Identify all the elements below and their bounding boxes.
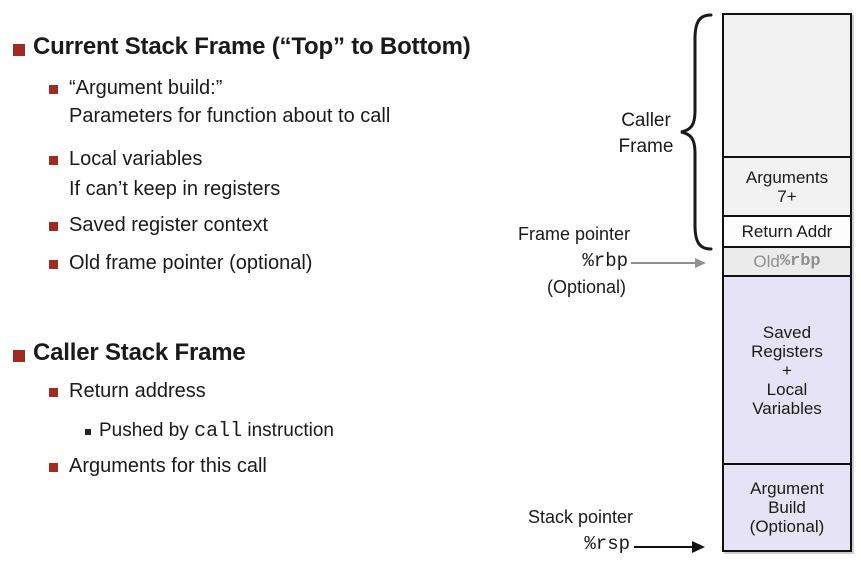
stack-pointer-label: Stack pointer (527, 507, 633, 527)
sub-bullet-square-icon (85, 429, 91, 435)
bullet-square-icon (49, 260, 58, 269)
bullet-return-address: Return address (69, 380, 206, 402)
section-title-caller-stack-frame: Caller Stack Frame (33, 339, 246, 366)
bullet-square-icon (49, 85, 58, 94)
bullet-square-icon (49, 222, 58, 231)
stack-box-argument-build: Argument Build (Optional) (724, 463, 850, 550)
stack-diagram: Arguments 7+ Return Addr Old %rbp Saved … (722, 13, 852, 552)
stack-box-arguments-7plus: Arguments 7+ (724, 156, 850, 215)
rbp-register-label: %rbp (582, 250, 628, 272)
bullet-saved-register-context: Saved register context (69, 214, 268, 236)
bullet-local-variables: Local variables (69, 148, 203, 170)
bullet-local-variables-desc: If can’t keep in registers (69, 178, 281, 200)
section-title-current-stack-frame: Current Stack Frame (“Top” to Bottom) (33, 33, 471, 60)
curly-brace-icon (680, 13, 713, 251)
instruction-text: instruction (242, 420, 334, 441)
frame-pointer-optional-label: (Optional) (546, 277, 626, 297)
section-bullet-icon (13, 44, 25, 56)
call-instruction-code: call (194, 420, 243, 443)
bullet-square-icon (49, 156, 58, 165)
rsp-register-label: %rsp (584, 533, 630, 555)
section-bullet-icon (13, 350, 25, 362)
caller-frame-label: Caller Frame (618, 110, 674, 157)
rbp-arrow-head-icon (695, 258, 706, 268)
rsp-arrow-head-icon (692, 541, 705, 553)
old-label: Old (753, 252, 780, 271)
old-rbp-register: %rbp (779, 252, 821, 271)
bullet-argument-build-desc: Parameters for function about to call (69, 105, 391, 127)
stack-box-old-rbp: Old %rbp (724, 246, 850, 275)
stack-box-caller-frame-top (724, 15, 850, 156)
bullet-pushed-by-call: Pushed by call instruction (99, 420, 334, 443)
pushed-by-text: Pushed by (99, 420, 195, 441)
bullet-old-frame-pointer: Old frame pointer (optional) (69, 252, 313, 274)
bullet-square-icon (49, 388, 58, 397)
bullet-square-icon (49, 463, 58, 472)
frame-pointer-label: Frame pointer (517, 224, 630, 244)
bullet-argument-build: “Argument build:” (69, 77, 223, 99)
stack-box-saved-registers-local-variables: Saved Registers + Local Variables (724, 275, 850, 463)
rsp-arrow-line-icon (634, 546, 692, 548)
rbp-arrow-line-icon (631, 262, 695, 264)
bullet-arguments-for-call: Arguments for this call (69, 455, 267, 477)
stack-box-return-addr: Return Addr (724, 215, 850, 246)
